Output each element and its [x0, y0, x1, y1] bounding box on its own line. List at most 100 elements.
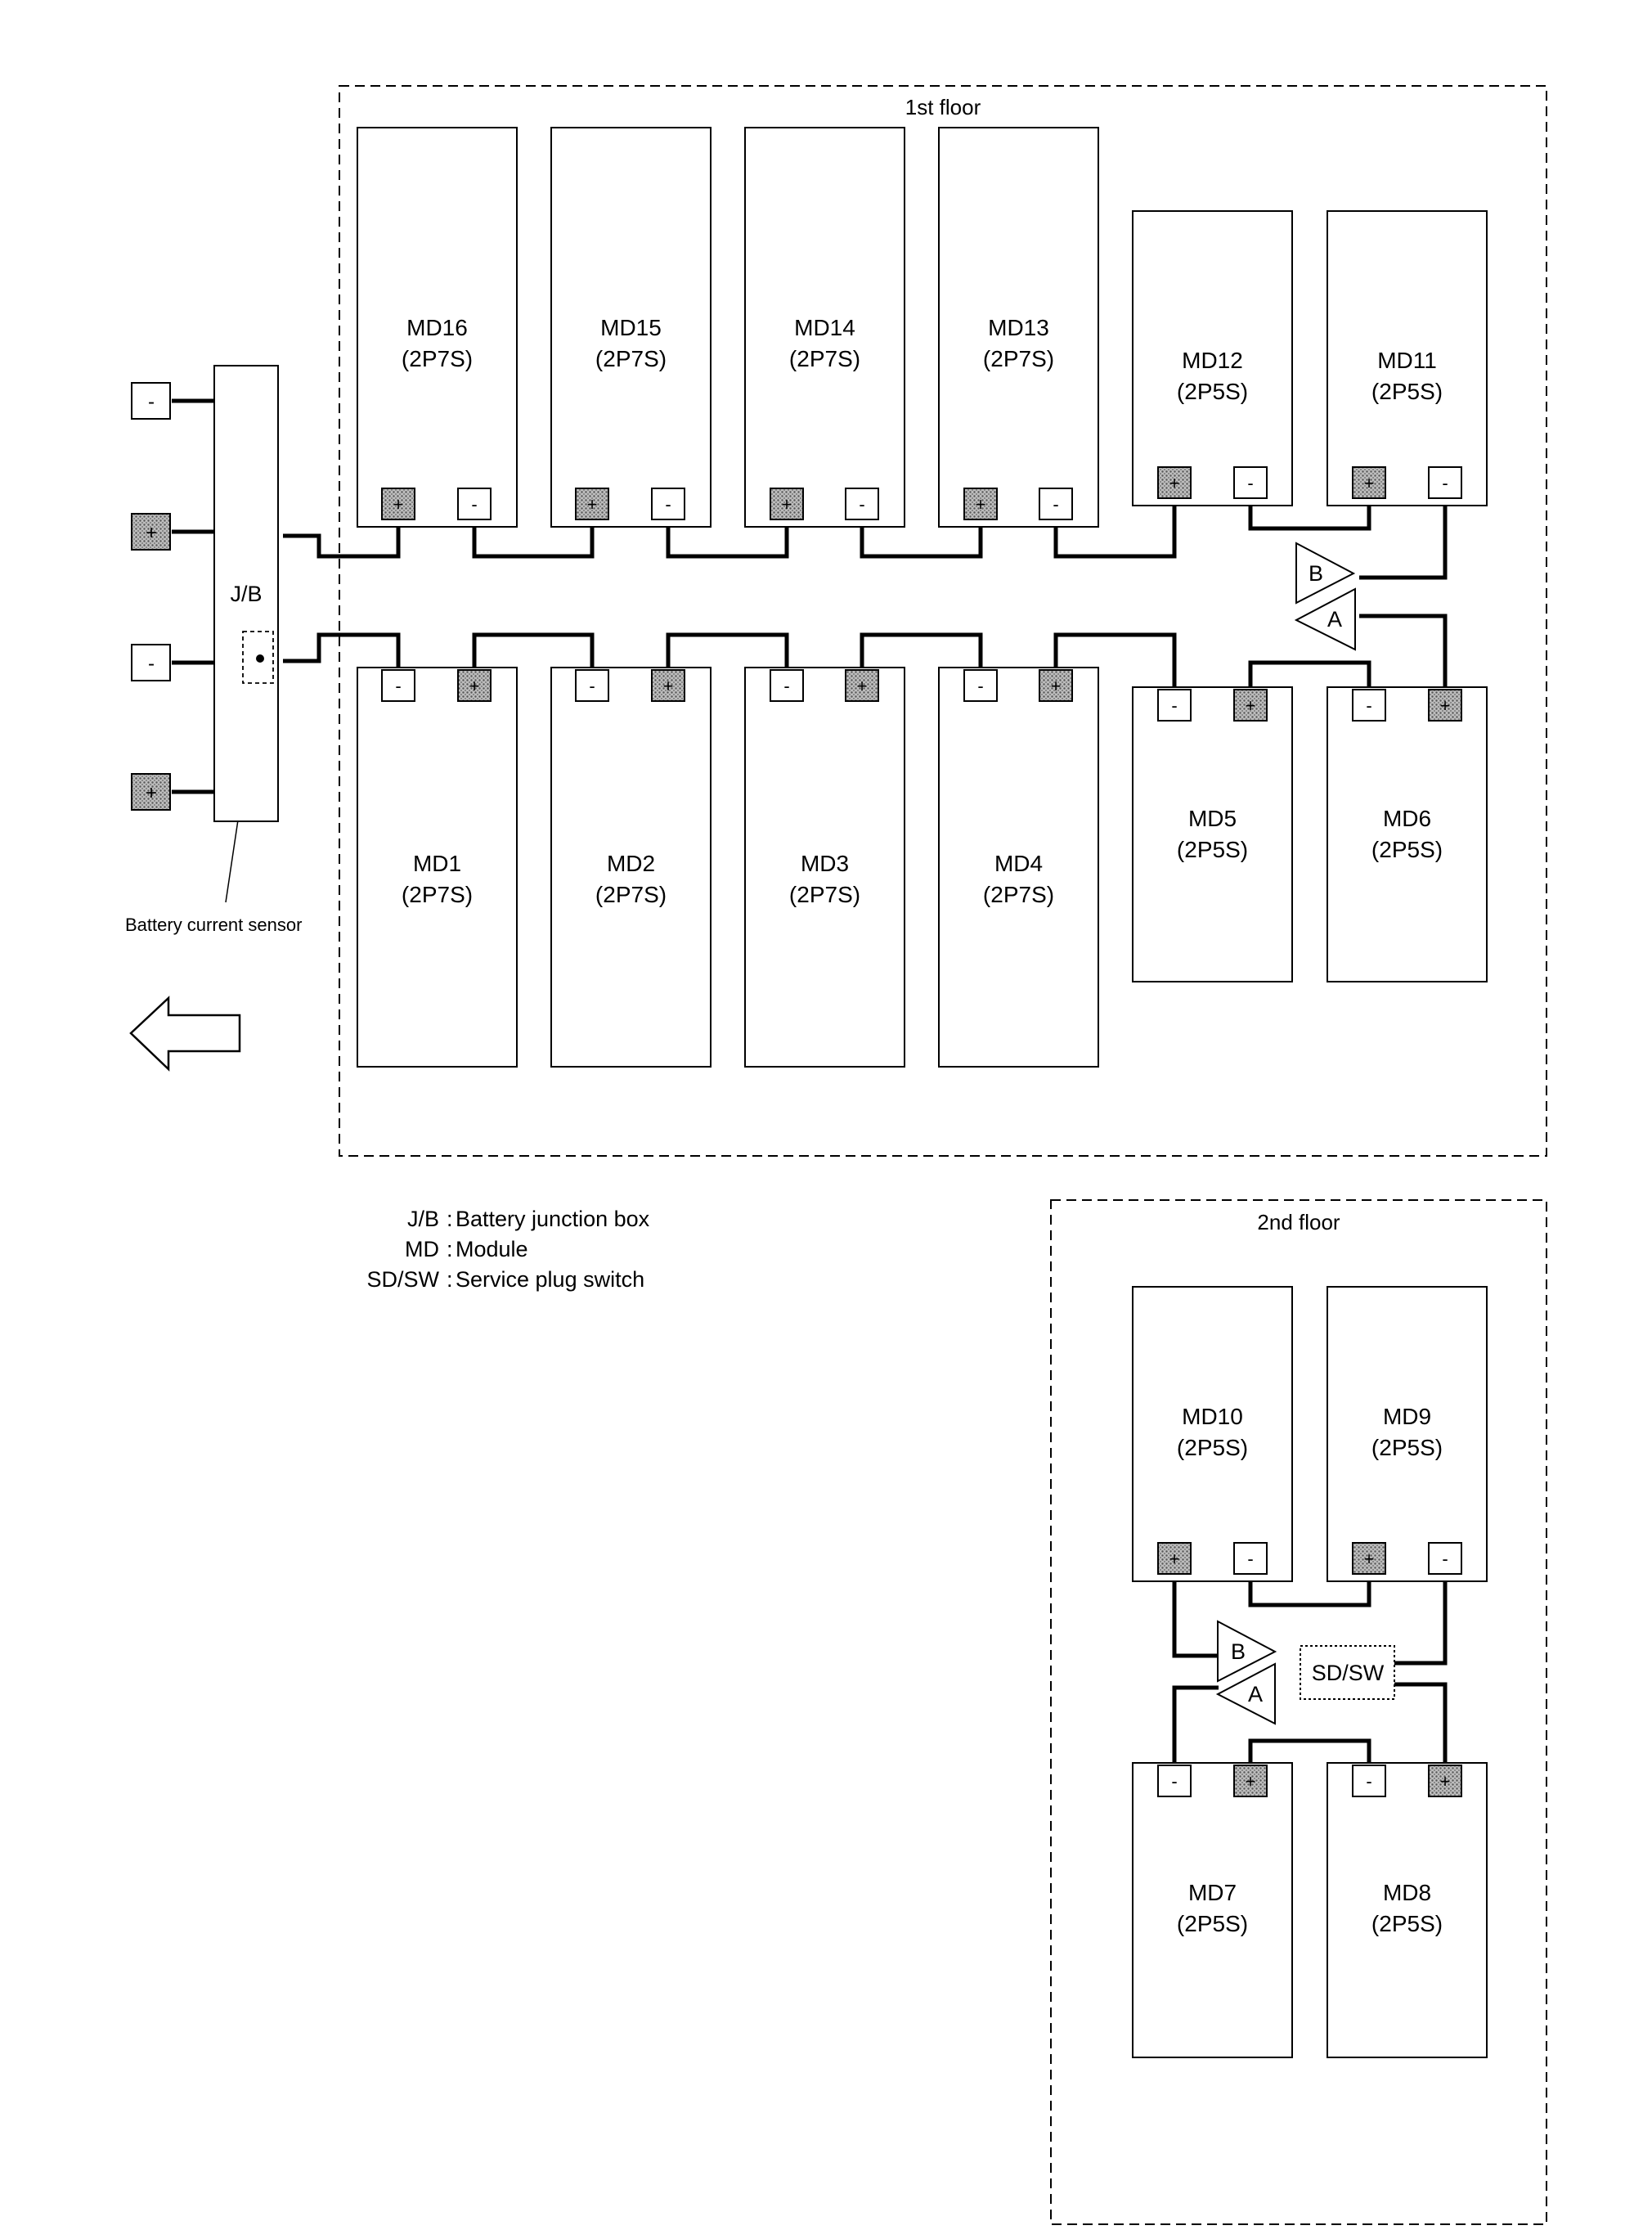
- module-md16: MD16(2P7S)+-: [357, 127, 518, 528]
- negative-terminal: [381, 669, 415, 702]
- external-positive-terminal-bottom: [131, 773, 171, 811]
- module-name: MD15: [600, 315, 662, 340]
- positive-terminal-symbol: +: [1246, 695, 1256, 716]
- negative-terminal-symbol: -: [589, 676, 595, 696]
- external-negative-terminal-bottom-label: -: [148, 653, 155, 675]
- positive-terminal-symbol: +: [469, 676, 480, 696]
- negative-terminal: [1157, 1765, 1192, 1797]
- module-md15: MD15(2P7S)+-: [550, 127, 712, 528]
- connector-a-2nd: [1215, 1662, 1276, 1725]
- positive-terminal: [1428, 1765, 1462, 1797]
- module-name: MD6: [1383, 806, 1431, 831]
- wiring: [172, 398, 1448, 1765]
- positive-terminal-symbol: +: [782, 494, 792, 515]
- negative-terminal-symbol: -: [665, 494, 671, 515]
- module-md3-body: [744, 667, 905, 1068]
- module-name: MD2: [607, 851, 655, 876]
- module-md4-body: [938, 667, 1099, 1068]
- connector-a-1st-label: A: [1327, 607, 1342, 632]
- positive-terminal-symbol: +: [663, 676, 674, 696]
- positive-terminal-symbol: +: [1246, 1771, 1256, 1792]
- negative-terminal-symbol: -: [1247, 473, 1253, 493]
- module-md12-body: [1132, 210, 1293, 506]
- negative-terminal: [651, 488, 685, 520]
- module-config: (2P7S): [402, 882, 473, 907]
- module-md13: MD13(2P7S)+-: [938, 127, 1099, 528]
- negative-terminal-symbol: -: [471, 494, 477, 515]
- legend-abbr-md: MD: [405, 1237, 439, 1261]
- module-config: (2P7S): [983, 346, 1054, 371]
- module-md8-body: [1327, 1762, 1488, 2058]
- service-plug-switch-label: SD/SW: [1312, 1661, 1385, 1685]
- module-md16-body: [357, 127, 518, 528]
- negative-terminal: [845, 488, 879, 520]
- negative-terminal: [1352, 1765, 1386, 1797]
- negative-terminal: [1428, 466, 1462, 499]
- positive-terminal-symbol: +: [976, 494, 986, 515]
- legend-abbr-sdsw: SD/SW: [366, 1267, 439, 1292]
- jb-external-terminals: - + - +: [131, 382, 171, 811]
- module-md10-body: [1132, 1286, 1293, 1582]
- positive-terminal-symbol: +: [1051, 676, 1062, 696]
- negative-terminal-symbol: -: [1171, 695, 1177, 716]
- module-config: (2P7S): [983, 882, 1054, 907]
- positive-terminal-symbol: +: [1364, 473, 1375, 493]
- positive-terminal-symbol: +: [1440, 1771, 1451, 1792]
- legend: J/B : Battery junction box MD : Module S…: [366, 1207, 649, 1292]
- module-md2-body: [550, 667, 712, 1068]
- module-md7: MD7(2P5S)-+: [1132, 1762, 1293, 2058]
- legend-colon-md: :: [447, 1237, 453, 1261]
- negative-terminal: [963, 669, 998, 702]
- positive-terminal: [575, 488, 609, 520]
- junction-box-label: J/B: [230, 582, 262, 606]
- module-name: MD9: [1383, 1404, 1431, 1429]
- negative-terminal-symbol: -: [783, 676, 789, 696]
- connector-a-2nd-label: A: [1248, 1682, 1263, 1706]
- legend-meaning-jb: Battery junction box: [456, 1207, 650, 1231]
- module-md14: MD14(2P7S)+-: [744, 127, 905, 528]
- negative-terminal-symbol: -: [1442, 473, 1448, 493]
- module-config: (2P5S): [1371, 837, 1443, 862]
- module-config: (2P5S): [1371, 1911, 1443, 1936]
- negative-terminal-symbol: -: [1442, 1549, 1448, 1569]
- module-md13-body: [938, 127, 1099, 528]
- module-config: (2P7S): [789, 346, 860, 371]
- first-floor-outline: [339, 85, 1547, 1157]
- module-md1-body: [357, 667, 518, 1068]
- negative-terminal-symbol: -: [859, 494, 864, 515]
- module-md4: MD4 (2P7S) - +: [938, 667, 1099, 1068]
- module-name: MD8: [1383, 1880, 1431, 1905]
- positive-terminal: [1428, 689, 1462, 722]
- first-floor-label: 1st floor: [905, 95, 981, 119]
- negative-terminal: [1233, 1542, 1268, 1575]
- negative-terminal-symbol: -: [1366, 695, 1371, 716]
- module-name: MD4: [994, 851, 1043, 876]
- external-negative-terminal-top-label: -: [148, 391, 155, 413]
- positive-terminal: [1233, 689, 1268, 722]
- module-md12: MD12(2P5S)+-: [1132, 210, 1293, 506]
- module-md2: MD2(2P7S)-+: [550, 667, 712, 1068]
- negative-terminal: [1157, 689, 1192, 722]
- legend-colon-jb: :: [447, 1207, 453, 1231]
- external-negative-terminal-top: [131, 382, 171, 420]
- positive-terminal: [963, 488, 998, 520]
- module-config: (2P5S): [1177, 837, 1248, 862]
- module-md6: MD6(2P5S)-+: [1327, 686, 1488, 982]
- module-md1: MD1(2P7S)-+: [357, 667, 518, 1068]
- legend-abbr-jb: J/B: [407, 1207, 439, 1231]
- negative-terminal: [575, 669, 609, 702]
- module-md9: MD9(2P5S)+-: [1327, 1286, 1488, 1582]
- module-name: MD11: [1377, 348, 1437, 373]
- external-positive-terminal-top: [131, 513, 171, 551]
- negative-terminal: [1428, 1542, 1462, 1575]
- module-md14-body: [744, 127, 905, 528]
- module-name: MD16: [406, 315, 468, 340]
- positive-terminal: [1157, 1542, 1192, 1575]
- positive-terminal: [651, 669, 685, 702]
- negative-terminal-symbol: -: [977, 676, 983, 696]
- module-md11-body: [1327, 210, 1488, 506]
- positive-terminal: [457, 669, 492, 702]
- connector-b-1st: [1295, 542, 1356, 605]
- module-config: (2P5S): [1177, 1435, 1248, 1460]
- legend-meaning-sdsw: Service plug switch: [456, 1267, 644, 1292]
